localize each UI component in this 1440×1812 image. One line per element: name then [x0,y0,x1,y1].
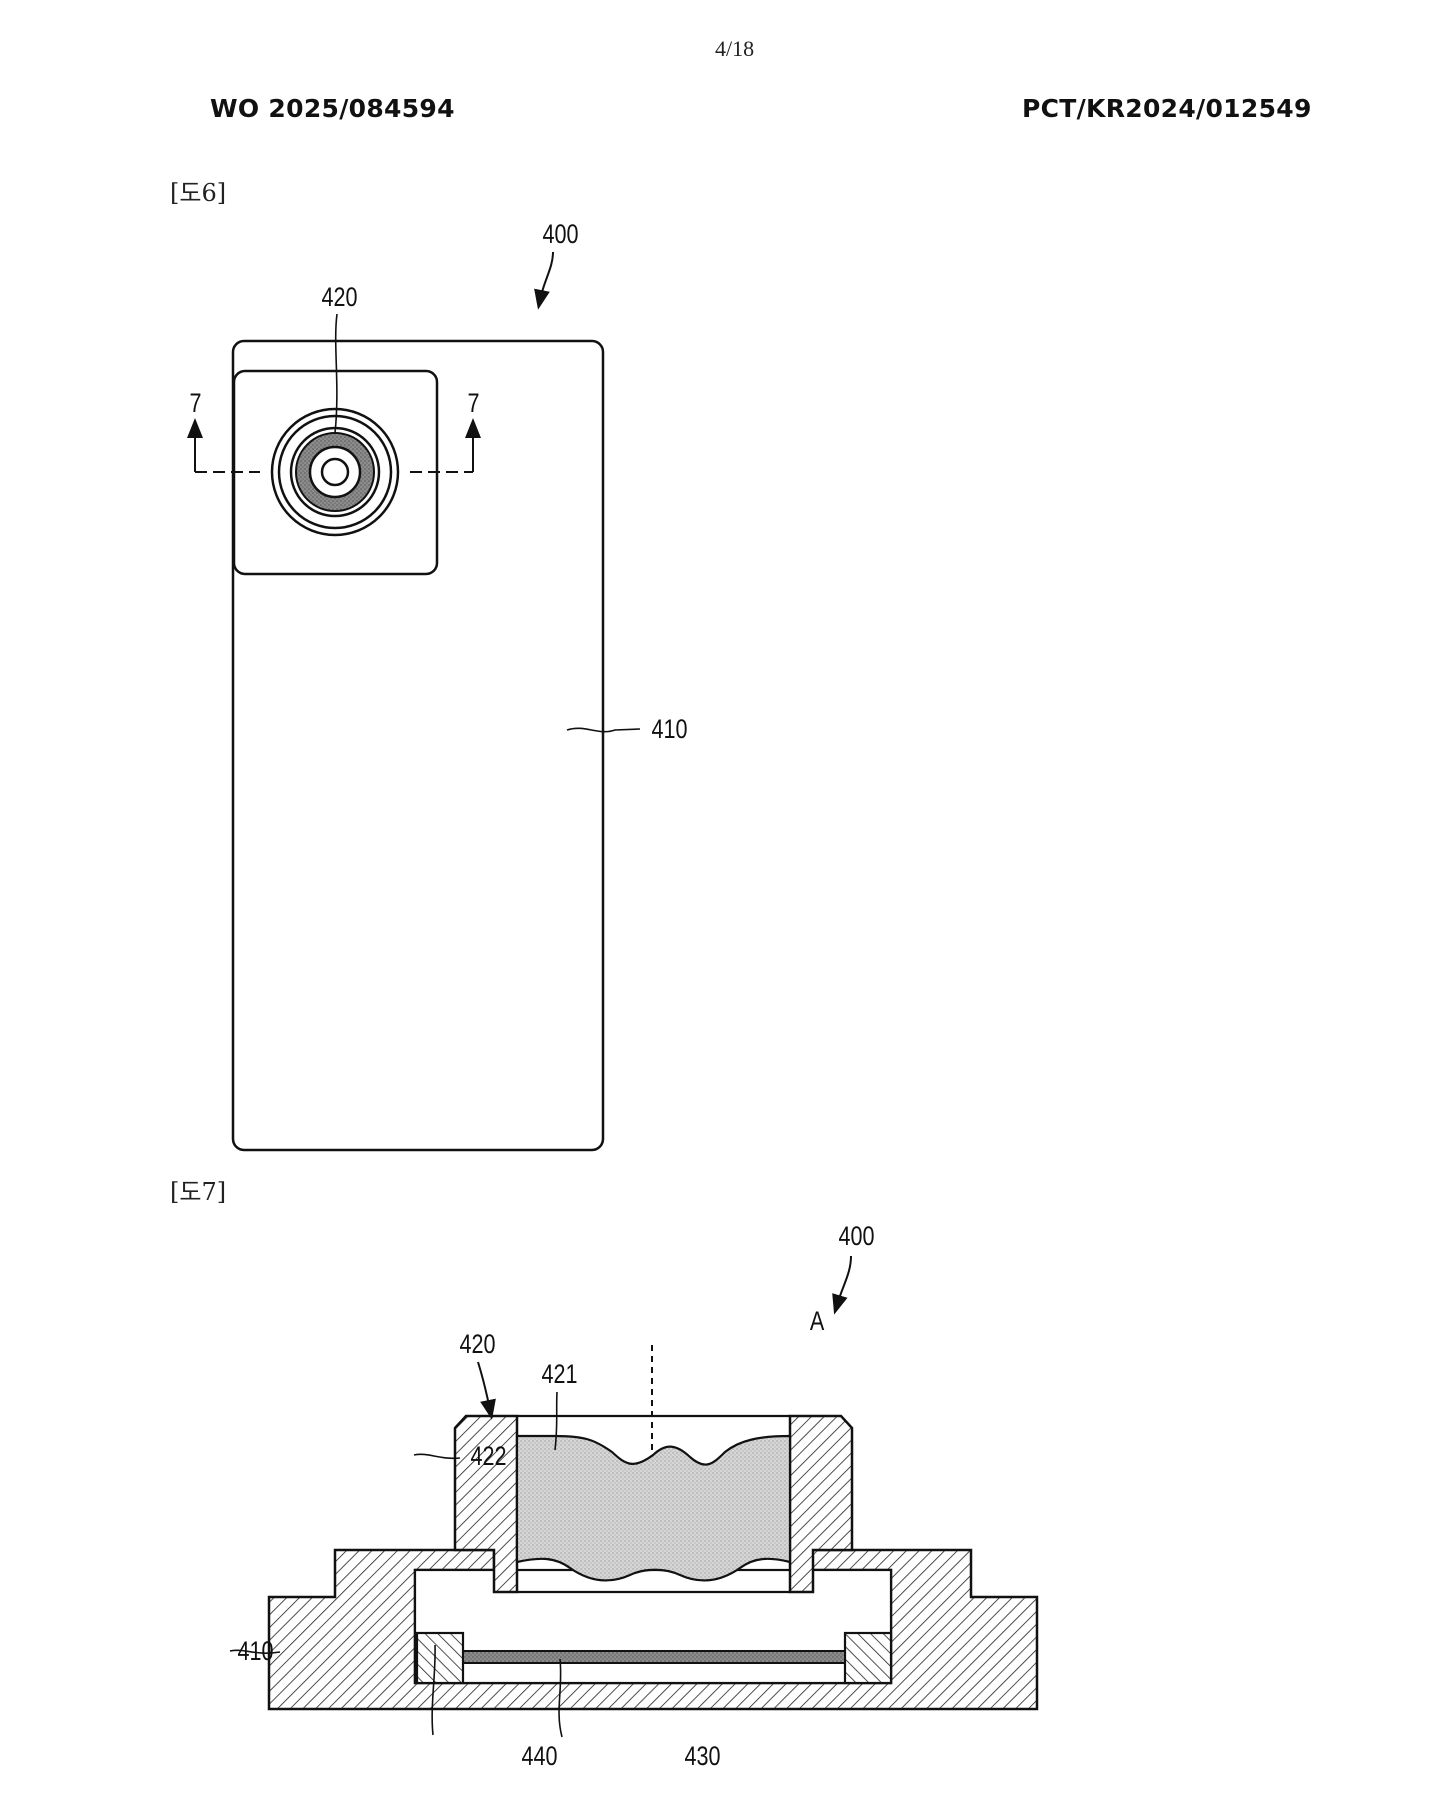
section-label-left: 7 [190,389,202,419]
ref-420-fig6: 420 [322,283,358,313]
page-number: 4/18 [715,36,755,61]
application-number: PCT/KR2024/012549 [1022,94,1312,123]
ref-421: 421 [542,1360,578,1390]
section-label-right: 7 [468,389,480,419]
lens-421 [515,1434,792,1582]
image-sensor [462,1650,846,1664]
figure-7-label: [도7] [170,1178,227,1206]
device-body-outline [231,339,605,1152]
camera-lens-icon [270,407,400,537]
ref-410-fig6: 410 [652,715,688,745]
ref-A: A [810,1307,825,1337]
figure-7: A 400 420 421 422 410 440 430 [229,1222,1039,1772]
support-left [415,1631,465,1685]
support-right [843,1631,893,1685]
figure-6-label: [도6] [170,179,227,207]
ref-430: 430 [685,1742,721,1772]
ref-422: 422 [471,1442,507,1472]
section-line-7-7 [187,418,481,473]
ref-400-fig7: 400 [839,1222,875,1252]
ref-440: 440 [522,1742,558,1772]
publication-number: WO 2025/084594 [210,94,455,123]
ref-400-fig6: 400 [543,220,579,250]
figure-6: 7 7 400 420 410 [187,220,688,1152]
lens-barrel-right [788,1414,854,1594]
ref-420-fig7: 420 [460,1330,496,1360]
